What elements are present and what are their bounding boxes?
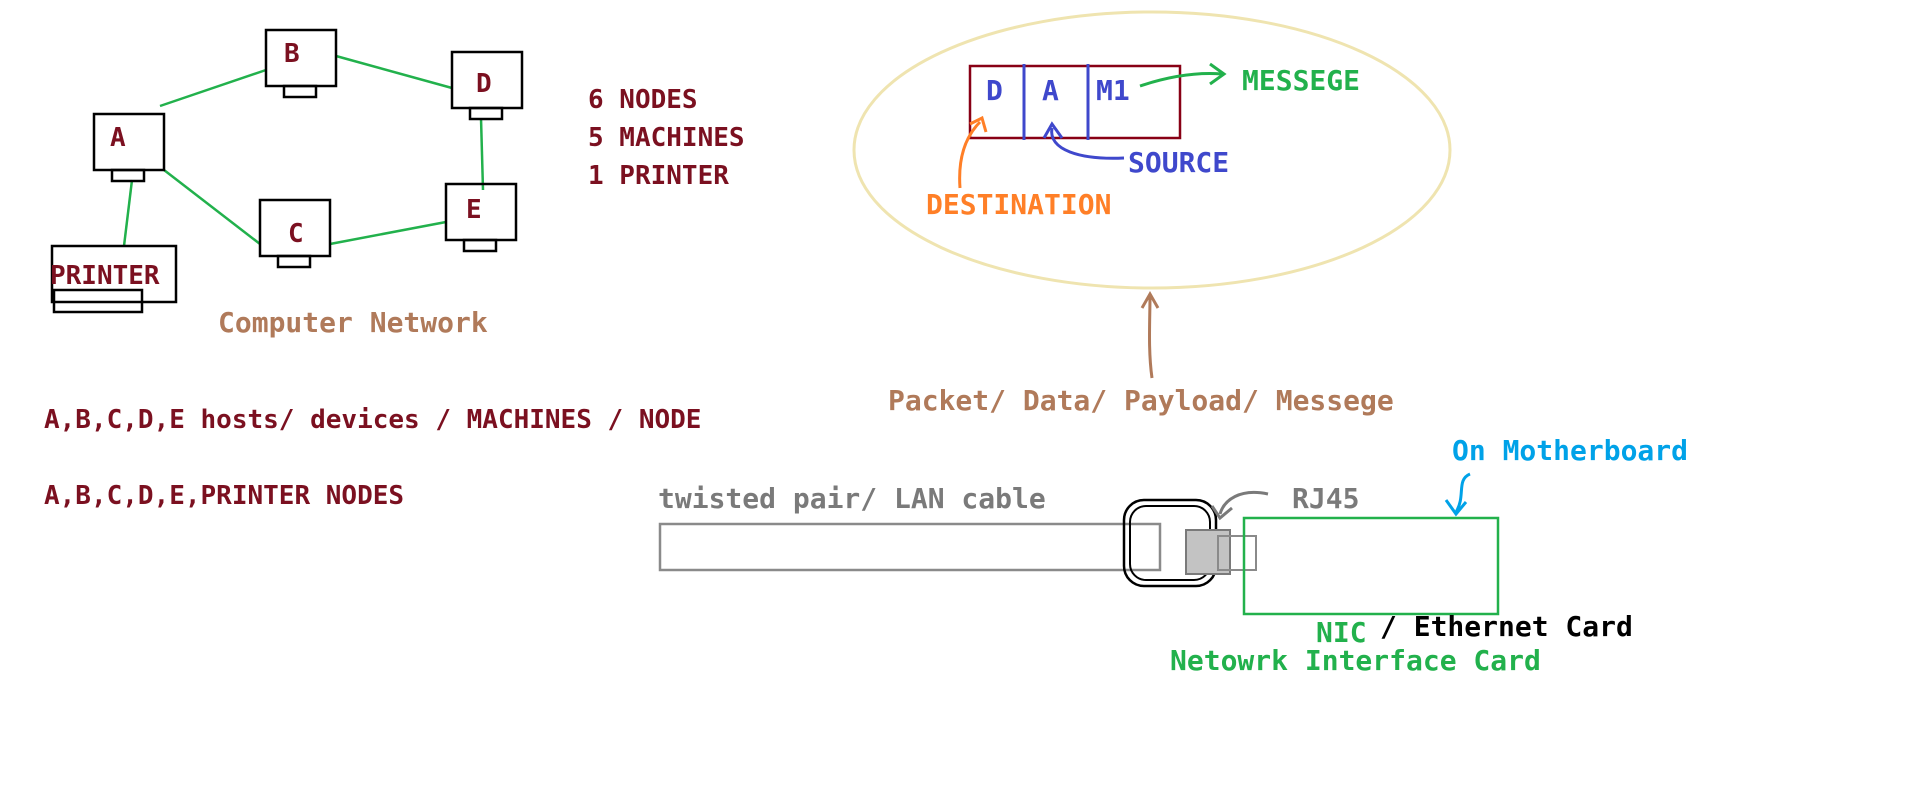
link-c-e [329, 220, 447, 246]
network-caption: Computer Network [218, 306, 488, 339]
source-arrow-head [1042, 121, 1064, 139]
nic-card [1242, 516, 1500, 616]
destination-arrow-head [969, 115, 988, 133]
node-printer: PRINTER [50, 244, 178, 314]
packet-diagram: D A M1 MESSEGE SOURCE DESTINATION Packet… [852, 10, 1452, 417]
source-arrow [1050, 127, 1125, 160]
lan-cable [658, 522, 1162, 572]
node-c: C [258, 198, 332, 269]
message-arrow-head [1209, 62, 1227, 86]
link-a-c [163, 169, 261, 245]
link-a-printer [122, 179, 134, 247]
message-arrow [1139, 72, 1223, 88]
nic-label: NIC [1316, 616, 1367, 649]
rj45-port [1217, 535, 1257, 571]
destination-arrow [958, 120, 982, 189]
node-d: D [450, 50, 524, 121]
node-c-label: C [288, 219, 304, 249]
rj45-label: RJ45 [1292, 482, 1359, 515]
link-b-d [335, 54, 453, 90]
network-diagram: A B D C E PRINTER [50, 28, 524, 339]
packet-caption-arrow-head [1140, 290, 1160, 309]
source-label: SOURCE [1128, 146, 1229, 179]
count-printer: 1 PRINTER [588, 161, 729, 191]
destination-label: DESTINATION [926, 188, 1111, 221]
rj45-pointer [1218, 491, 1269, 515]
motherboard-pointer-head [1444, 499, 1468, 517]
link-a-b [159, 68, 267, 108]
ethernet-label: / Ethernet Card [1380, 610, 1633, 643]
count-nodes: 6 NODES [588, 85, 698, 115]
packet-cell-source: A [1042, 74, 1059, 107]
motherboard-pointer [1454, 472, 1471, 513]
rj45-connector [1185, 529, 1231, 575]
node-counts: 6 NODES 5 MACHINES 1 PRINTER [588, 85, 745, 191]
note-nodes: A,B,C,D,E,PRINTER NODES [44, 481, 404, 511]
node-e: E [444, 182, 518, 253]
packet-caption: Packet/ Data/ Payload/ Messege [888, 384, 1394, 417]
node-d-label: D [476, 69, 492, 99]
packet-frame [968, 64, 1182, 140]
nic-full-label: Netowrk Interface Card [1170, 644, 1541, 677]
message-label: MESSEGE [1242, 64, 1360, 97]
packet-cell-destination: D [986, 74, 1003, 107]
packet-bubble [852, 10, 1452, 290]
motherboard-label: On Motherboard [1452, 434, 1688, 467]
node-e-label: E [466, 195, 482, 225]
node-b-label: B [284, 39, 300, 69]
rj45-pointer-head [1210, 505, 1233, 521]
packet-cell-message: M1 [1096, 74, 1130, 107]
count-machines: 5 MACHINES [588, 123, 745, 153]
link-d-e [479, 117, 485, 191]
printer-label: PRINTER [50, 261, 160, 291]
node-a: A [92, 112, 166, 183]
hardware-diagram: twisted pair/ LAN cable RJ45 On Motherbo… [658, 434, 1688, 677]
node-b: B [264, 28, 338, 99]
cable-label: twisted pair/ LAN cable [658, 482, 1046, 515]
note-hosts: A,B,C,D,E hosts/ devices / MACHINES / NO… [44, 405, 701, 435]
packet-caption-arrow [1148, 295, 1154, 379]
node-a-label: A [110, 123, 126, 153]
